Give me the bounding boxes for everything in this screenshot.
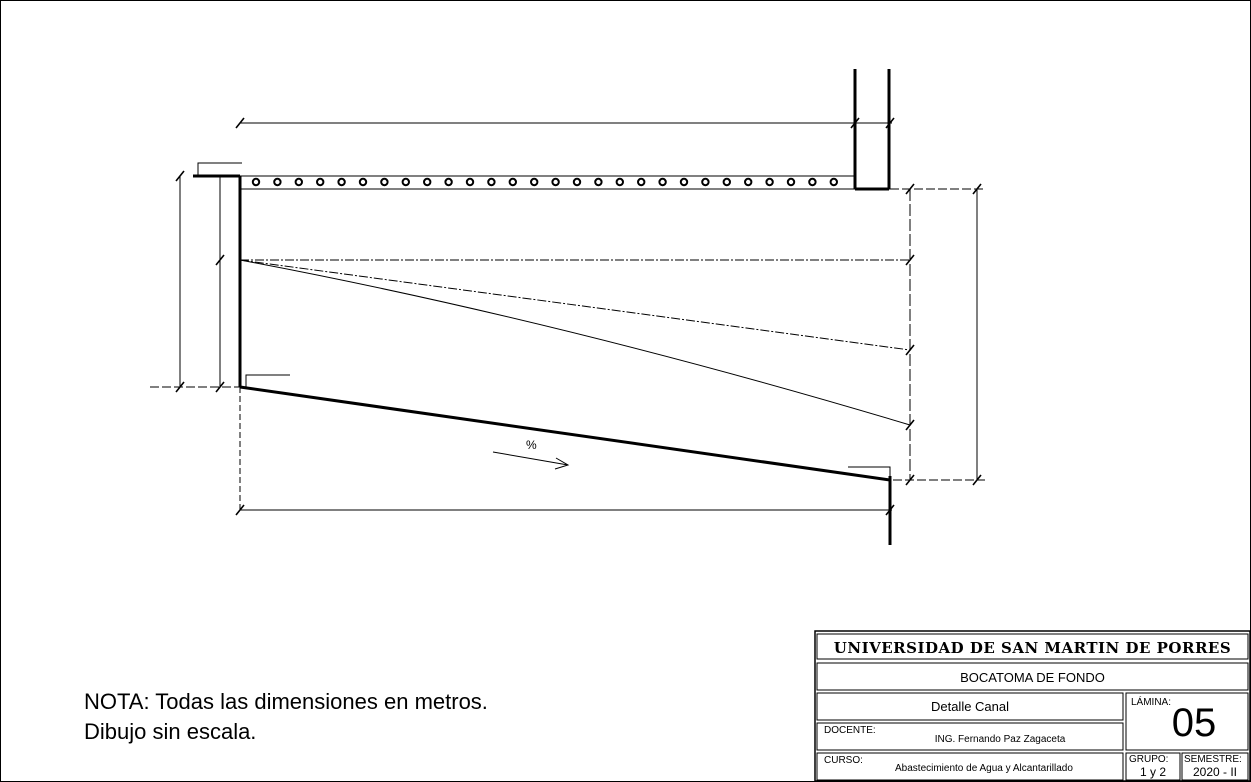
grupo-label: GRUPO: <box>1129 754 1169 765</box>
docente-value: ING. Fernando Paz Zagaceta <box>934 734 1066 745</box>
grille-hole <box>637 177 646 187</box>
grille-cover <box>240 175 890 190</box>
grille-hole <box>444 177 453 187</box>
grille-hole <box>316 177 325 187</box>
right-dimensions <box>890 183 985 486</box>
grille-hole <box>594 177 603 187</box>
left-wall <box>193 162 290 387</box>
grille-hole <box>380 177 389 187</box>
grille-hole <box>530 177 539 187</box>
lamina-label: LÁMINA: <box>1131 697 1172 708</box>
grille-hole <box>744 177 753 187</box>
grille-hole <box>423 177 432 187</box>
university-name: UNIVERSIDAD DE SAN MARTIN DE PORRES <box>833 639 1232 657</box>
grille-hole <box>722 177 731 187</box>
top-dimension <box>235 117 895 129</box>
grille-hole <box>551 177 560 187</box>
grille-hole <box>487 177 496 187</box>
pipe-outlet <box>853 69 891 191</box>
grille-hole <box>273 177 282 187</box>
grille-hole <box>679 177 689 187</box>
water-profile <box>239 259 911 426</box>
grille-hole <box>615 177 624 187</box>
grille-hole <box>658 177 667 187</box>
note-dimensions: NOTA: Todas las dimensiones en metros. <box>84 689 488 714</box>
grille-hole <box>465 177 475 187</box>
grille-hole <box>701 177 710 187</box>
slope-arrow <box>492 451 570 470</box>
semestre-label: SEMESTRE: <box>1184 754 1242 765</box>
curso-value: Abastecimiento de Agua y Alcantarillado <box>895 763 1073 774</box>
grille-holes <box>251 177 838 187</box>
grille-hole <box>808 177 817 187</box>
title-block-frame <box>814 630 1251 782</box>
sheet-title: Detalle Canal <box>930 699 1010 714</box>
grille-hole <box>251 177 261 187</box>
left-dimensions <box>150 170 241 510</box>
grupo-value: 1 y 2 <box>1139 765 1166 779</box>
slope-label: % <box>526 438 537 452</box>
lamina-value: 05 <box>1171 701 1217 745</box>
grille-hole <box>294 177 303 187</box>
project-title: BOCATOMA DE FONDO <box>960 670 1105 685</box>
note-scale: Dibujo sin escala. <box>84 719 257 744</box>
docente-label: DOCENTE: <box>824 725 876 736</box>
grille-hole <box>786 177 796 187</box>
bottom-dimension <box>235 504 895 516</box>
curso-label: CURSO: <box>824 755 863 766</box>
grille-hole <box>401 177 410 187</box>
grille-hole <box>829 177 838 187</box>
grille-hole <box>337 177 346 187</box>
grille-hole <box>508 177 517 187</box>
grille-hole <box>572 177 582 187</box>
grille-hole <box>765 177 774 187</box>
grille-hole <box>358 177 368 187</box>
semestre-value: 2020 - II <box>1192 765 1238 779</box>
